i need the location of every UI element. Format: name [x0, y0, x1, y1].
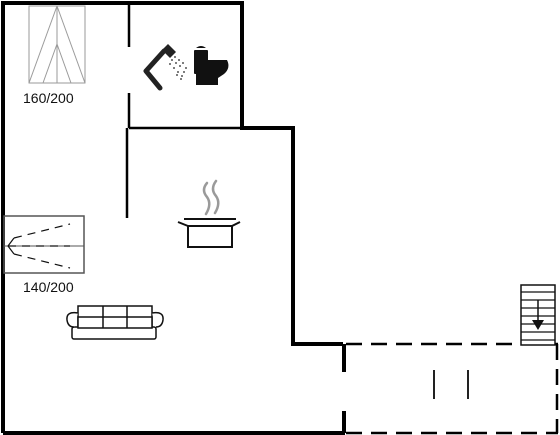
double-bed-icon	[28, 5, 86, 84]
cooking-pot-icon	[177, 218, 241, 248]
sofa-icon	[66, 305, 164, 340]
double-door-icon	[433, 370, 469, 399]
steam-icon	[202, 179, 220, 216]
annex-area	[346, 342, 559, 435]
bed-size-label-140: 140/200	[23, 279, 74, 295]
bed-size-label-160: 160/200	[23, 90, 74, 106]
bed-icon	[3, 215, 85, 274]
shower-icon	[143, 44, 187, 91]
interior-walls	[125, 5, 242, 218]
main-outline-wall	[1, 1, 343, 433]
stairs-down-icon	[520, 284, 556, 346]
toilet-icon	[194, 46, 229, 85]
